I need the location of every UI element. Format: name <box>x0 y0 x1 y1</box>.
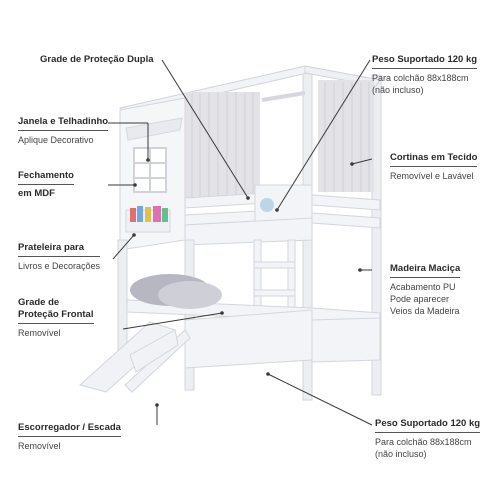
label-escorregador-title: Escorregador / Escada <box>18 422 121 437</box>
curtains <box>185 80 374 204</box>
label-escorregador: Escorregador / Escada Removível <box>18 422 121 452</box>
slide <box>78 321 191 393</box>
label-grade-frontal-title: Grade de <box>18 297 60 308</box>
shelf <box>125 206 171 233</box>
label-grade-dupla: Grade de Proteção Dupla <box>40 54 154 66</box>
label-fechamento-title: Fechamento <box>18 170 74 185</box>
label-prateleira-sub: Livros e Decorações <box>18 261 101 271</box>
label-grade-frontal-sub: Removível <box>18 328 61 338</box>
pillows <box>130 274 222 309</box>
label-cortinas: Cortinas em Tecido Removível e Lavável <box>390 152 478 182</box>
label-janela: Janela e Telhadinho Aplique Decorativo <box>18 116 109 146</box>
label-madeira-title: Madeira Maciça <box>390 263 461 278</box>
label-fechamento: Fechamento em MDF <box>18 170 74 200</box>
label-peso-bottom-sub: Para colchão 88x188cm <box>375 437 472 447</box>
label-janela-sub: Aplique Decorativo <box>18 135 94 145</box>
label-madeira-sub2: Pode aparecer <box>390 294 450 304</box>
label-peso-bottom: Peso Suportado 120 kg Para colchão 88x18… <box>375 418 481 460</box>
label-escorregador-sub: Removível <box>18 441 61 451</box>
label-madeira-sub: Acabamento PU <box>390 282 456 292</box>
label-janela-title: Janela e Telhadinho <box>18 116 109 131</box>
label-peso-top: Peso Suportado 120 kg Para colchão 88x18… <box>372 54 478 96</box>
label-peso-top-sub: Para colchão 88x188cm <box>372 73 469 83</box>
label-fechamento-sub: em MDF <box>18 188 55 199</box>
label-grade-frontal-title2: Proteção Frontal <box>18 309 94 324</box>
label-grade-frontal: Grade de Proteção Frontal Removível <box>18 297 94 339</box>
label-prateleira-title: Prateleira para <box>18 242 101 257</box>
label-madeira-sub3: Veios da Madeira <box>390 306 460 316</box>
label-peso-top-sub2: (não incluso) <box>372 85 424 95</box>
label-peso-bottom-sub2: (não incluso) <box>375 449 427 459</box>
label-cortinas-sub: Removível e Lavável <box>390 171 474 181</box>
label-cortinas-title: Cortinas em Tecido <box>390 152 478 167</box>
label-madeira: Madeira Maciça Acabamento PU Pode aparec… <box>390 263 461 317</box>
label-peso-top-title: Peso Suportado 120 kg <box>372 54 478 69</box>
label-peso-bottom-title: Peso Suportado 120 kg <box>375 418 481 433</box>
label-grade-dupla-title: Grade de Proteção Dupla <box>40 54 154 65</box>
label-prateleira: Prateleira para Livros e Decorações <box>18 242 101 272</box>
